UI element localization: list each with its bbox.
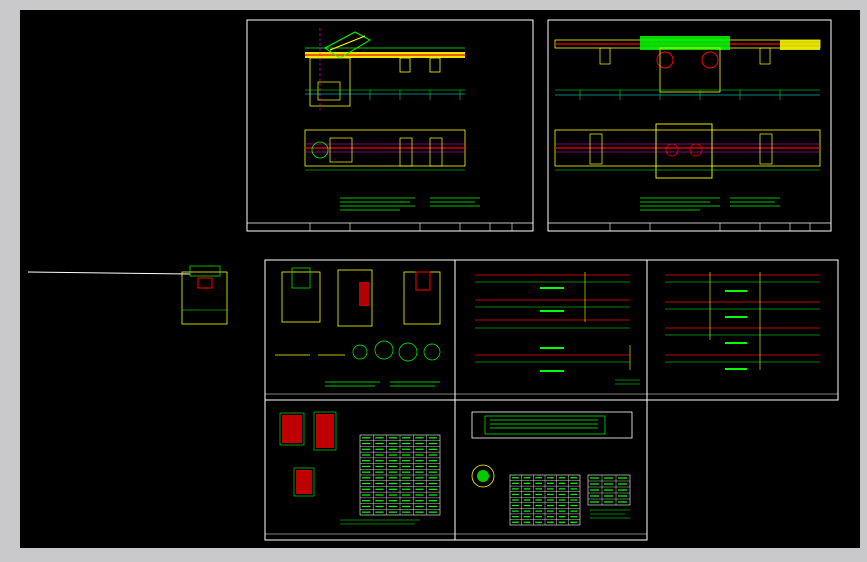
sheet-7[interactable] [454, 399, 648, 541]
sheet-1[interactable] [246, 19, 534, 232]
rebar-schedule-table-b [509, 474, 581, 526]
rebar-schedule-table-c [587, 474, 631, 506]
sheet-5[interactable] [646, 259, 839, 401]
sheet-2[interactable] [547, 19, 832, 232]
cad-canvas[interactable] [20, 10, 860, 548]
cad-drawing [27, 19, 839, 541]
sheet-3[interactable] [264, 259, 456, 401]
sheet-6[interactable] [264, 399, 456, 541]
rebar-schedule-table-a [359, 434, 441, 516]
sheet-4[interactable] [454, 259, 648, 401]
stray-detail[interactable] [27, 265, 228, 325]
